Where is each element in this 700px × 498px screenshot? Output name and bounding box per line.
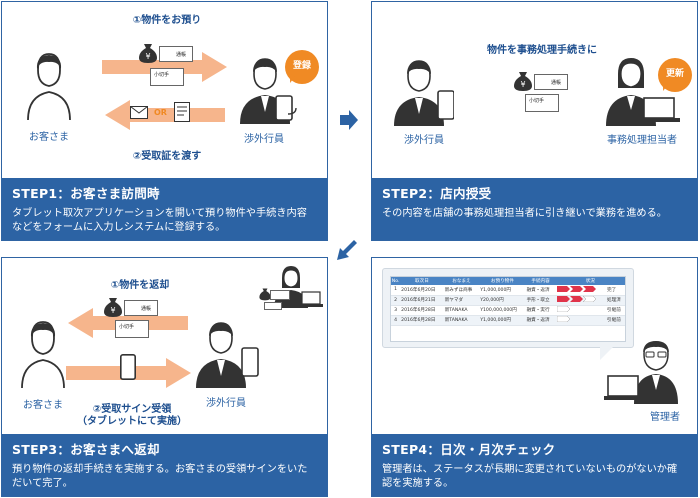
agent-figure-icon bbox=[196, 322, 259, 388]
step3-description: 預り物件の返却手続きを実施する。お客さまの受領サインをいただいて完了。 bbox=[12, 464, 308, 489]
step1-agent-label: 渉外行員 bbox=[244, 134, 284, 145]
col-date: 取次日 bbox=[400, 277, 444, 285]
check-mini-doc bbox=[264, 302, 282, 310]
status-progress-icon bbox=[555, 295, 606, 306]
step1-bottom-label: ②受取証を渡す bbox=[132, 151, 202, 162]
agent-figure-icon bbox=[394, 60, 454, 126]
step3-bottom-label-2: （タブレットにて実施） bbox=[77, 416, 187, 427]
status-table: No. 取次日 おなまえ お預り物件 手続内容 状況 1 2016年6月20日 … bbox=[390, 276, 626, 342]
step4-panel: No. 取次日 おなまえ お預り物件 手続内容 状況 1 2016年6月20日 … bbox=[371, 257, 698, 497]
receipt-doc-icon bbox=[174, 102, 190, 122]
step3-customer-label: お客さま bbox=[23, 400, 63, 411]
step2-panel: 物件を事務処理手続きに 渉外行員 ¥ 通帳 小切手 更新 事務処理担当者 STE… bbox=[371, 1, 698, 241]
step4-title: STEP4：日次・月次チェック bbox=[382, 442, 556, 457]
step2-clerk-label: 事務処理担当者 bbox=[607, 135, 677, 146]
table-row[interactable]: 4 2016年6月28日 新TANAKA Y1,000,000円 融資・返済 引… bbox=[391, 315, 625, 326]
step2-title: STEP2：店内授受 bbox=[382, 186, 492, 201]
envelope-icon bbox=[130, 106, 148, 119]
step1-footer: STEP1：お客さま訪問時 タブレット取次アプリケーションを開いて預り物件や手続… bbox=[2, 178, 327, 240]
step2-update-badge: 更新 bbox=[658, 58, 692, 92]
step1-hand-over-arrow bbox=[102, 52, 227, 82]
money-bag-icon bbox=[259, 288, 271, 301]
passbook-doc: 通帳 bbox=[159, 46, 193, 62]
step1-description: タブレット取次アプリケーションを開いて預り物件や手続き内容などをフォームに入力し… bbox=[12, 208, 307, 233]
customer-figure-icon bbox=[21, 321, 65, 389]
step3-footer: STEP3：お客さまへ返却 預り物件の返却手続きを実施する。お客さまの受領サイン… bbox=[2, 434, 327, 496]
step2-agent-label: 渉外行員 bbox=[404, 135, 444, 146]
step1-customer-label: お客さま bbox=[29, 132, 69, 143]
table-row[interactable]: 1 2016年6月20日 新みずほ商事 Y1,000,000円 融資・返済 完了 bbox=[391, 285, 625, 296]
step3-panel: ①物件を返却 ¥ 通帳 小切手 ②受取サイン受領 （タブレットにて実施） お客さ bbox=[1, 257, 328, 497]
step1-register-badge: 登録 bbox=[285, 50, 319, 84]
table-row[interactable]: 3 2016年6月28日 新TANAKA Y100,000,000円 融資・実行… bbox=[391, 305, 625, 316]
step3-bottom-label-1: ②受取サイン受領 bbox=[92, 404, 172, 415]
clerk-figure-icon bbox=[606, 58, 680, 126]
status-progress-icon bbox=[555, 285, 606, 296]
customer-figure-icon bbox=[27, 53, 71, 121]
passbook-mini-doc bbox=[270, 290, 290, 300]
step2-top-label: 物件を事務処理手続きに bbox=[487, 45, 597, 56]
passbook-doc: 通帳 bbox=[124, 300, 158, 316]
col-status: 状況 bbox=[555, 277, 625, 285]
status-bubble-tail bbox=[600, 346, 614, 360]
arrow-down-left-icon bbox=[337, 240, 357, 260]
step1-panel: ①物件をお預り お客さま ¥ 通帳 小切手 OR ②受取証を渡す bbox=[1, 1, 328, 241]
col-no: No. bbox=[391, 277, 401, 285]
check-doc: 小切手 bbox=[150, 68, 184, 86]
money-bag-icon: ¥ bbox=[104, 298, 122, 317]
svg-text:¥: ¥ bbox=[520, 80, 525, 89]
status-progress-icon bbox=[555, 315, 606, 326]
svg-text:¥: ¥ bbox=[145, 52, 150, 61]
col-procedure: 手続内容 bbox=[525, 277, 556, 285]
svg-text:¥: ¥ bbox=[110, 306, 115, 315]
step1-top-label: ①物件をお預り bbox=[132, 15, 202, 26]
col-item: お預り物件 bbox=[479, 277, 526, 285]
status-table-grid: No. 取次日 おなまえ お預り物件 手続内容 状況 1 2016年6月20日 … bbox=[391, 277, 625, 326]
money-bag-icon: ¥ bbox=[139, 44, 157, 63]
step3-title: STEP3：お客さまへ返却 bbox=[12, 442, 160, 457]
passbook-doc: 通帳 bbox=[534, 74, 568, 90]
status-progress-icon bbox=[555, 305, 606, 316]
step3-top-label: ①物件を返却 bbox=[110, 280, 170, 291]
step2-footer: STEP2：店内授受 その内容を店舗の事務処理担当者に引き継いで業務を進める。 bbox=[372, 178, 697, 240]
step1-title: STEP1：お客さま訪問時 bbox=[12, 186, 160, 201]
step3-agent-label: 渉外行員 bbox=[206, 398, 246, 409]
manager-figure-icon bbox=[604, 341, 678, 404]
col-name: おなまえ bbox=[443, 277, 480, 285]
tablet-icon bbox=[120, 354, 136, 380]
step1-receipt-arrow bbox=[105, 100, 225, 130]
step4-footer: STEP4：日次・月次チェック 管理者は、ステータスが長期に変更されていないもの… bbox=[372, 434, 697, 496]
step4-description: 管理者は、ステータスが長期に変更されていないものがないか確認を実施する。 bbox=[382, 464, 678, 489]
step1-or-label: OR bbox=[154, 108, 167, 117]
agent-figure-icon bbox=[240, 58, 297, 124]
step4-manager-label: 管理者 bbox=[650, 412, 680, 423]
money-bag-icon: ¥ bbox=[514, 72, 532, 91]
arrow-right-icon bbox=[340, 110, 358, 130]
table-row[interactable]: 2 2016年6月21日 新ヤマダ Y20,000円 手形・取立 処理済 bbox=[391, 295, 625, 306]
check-doc: 小切手 bbox=[115, 320, 149, 338]
check-doc: 小切手 bbox=[525, 94, 559, 112]
step2-description: その内容を店舗の事務処理担当者に引き継いで業務を進める。 bbox=[382, 208, 667, 219]
